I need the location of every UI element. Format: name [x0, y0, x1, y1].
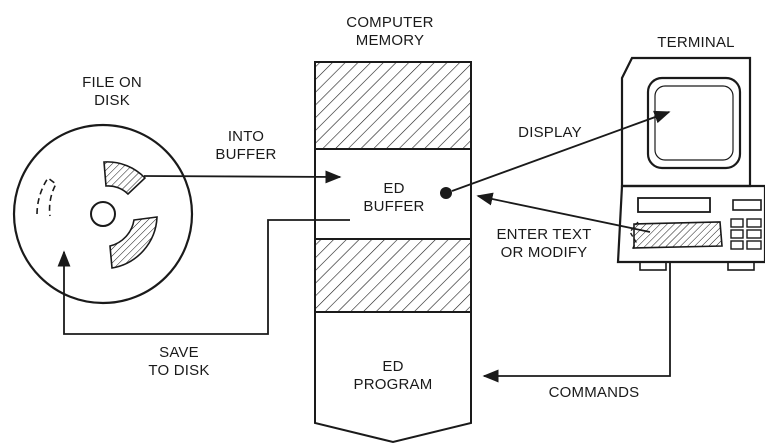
into-buffer-arrow	[144, 176, 340, 177]
terminal-label: TERMINAL	[646, 34, 746, 52]
commands-arrow	[484, 262, 670, 376]
buffer-dot-icon	[440, 187, 452, 199]
disk-icon	[14, 125, 192, 303]
save-to-disk-arrow	[64, 220, 350, 334]
commands-label: COMMANDS	[536, 384, 652, 402]
terminal-icon	[618, 58, 765, 270]
display-label: DISPLAY	[506, 124, 594, 142]
